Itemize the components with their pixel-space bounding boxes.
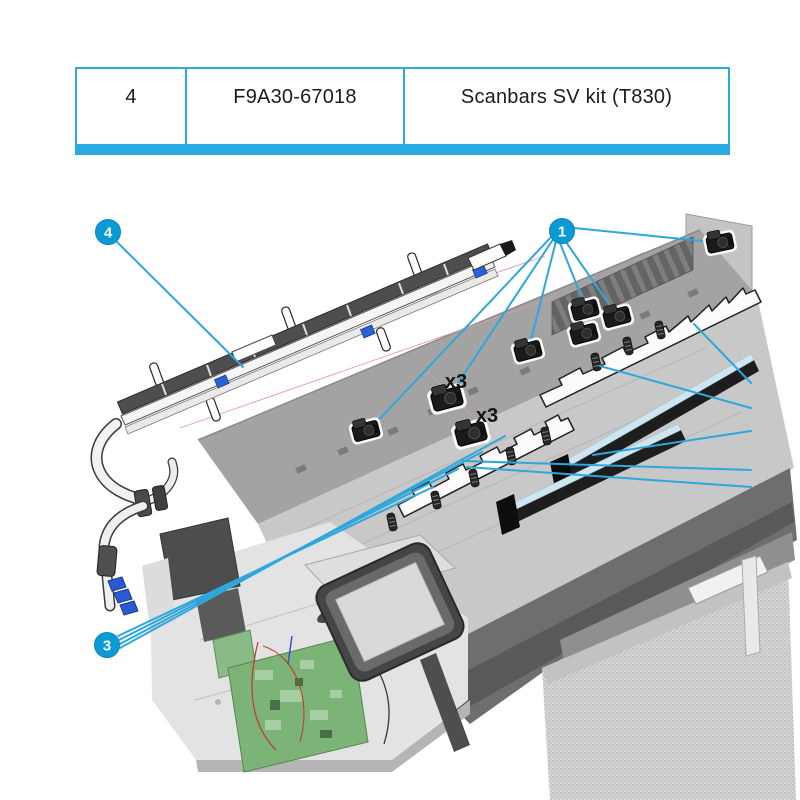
touchscreen-panel bbox=[315, 542, 465, 682]
parts-table-cell-item-number: 4 bbox=[77, 69, 187, 144]
wire-blue bbox=[287, 635, 293, 665]
quantity-label-x3: x3 bbox=[476, 405, 498, 427]
rail-foot bbox=[374, 326, 392, 353]
rail-blue-clips bbox=[213, 264, 488, 389]
wire-red bbox=[251, 641, 277, 751]
main-pcb bbox=[212, 629, 390, 773]
wire-red bbox=[262, 645, 305, 743]
parts-table: 4 F9A30-67018 Scanbars SV kit (T830) bbox=[75, 67, 730, 146]
table-accent-bar bbox=[75, 146, 730, 155]
parts-table-cell-part-number: F9A30-67018 bbox=[187, 69, 405, 144]
cable-connectors-blue bbox=[107, 576, 139, 616]
scanbar-holder-strips bbox=[397, 287, 762, 518]
leader-lines bbox=[115, 227, 752, 649]
svg-text:1: 1 bbox=[558, 224, 566, 241]
screen-support bbox=[420, 653, 470, 752]
exploded-diagram: x3 x3 1 3 4 bbox=[90, 213, 797, 800]
svg-text:4: 4 bbox=[104, 225, 113, 242]
cable-guide-rail bbox=[90, 240, 516, 616]
callout-marker-4: 4 bbox=[95, 219, 121, 245]
callout-marker-1: 1 bbox=[549, 218, 575, 244]
callout-marker-3: 3 bbox=[94, 632, 120, 658]
svg-text:3: 3 bbox=[103, 638, 111, 655]
quantity-label-x3: x3 bbox=[445, 371, 467, 393]
parts-table-cell-description: Scanbars SV kit (T830) bbox=[460, 86, 673, 108]
cable-sleeve bbox=[96, 545, 118, 577]
